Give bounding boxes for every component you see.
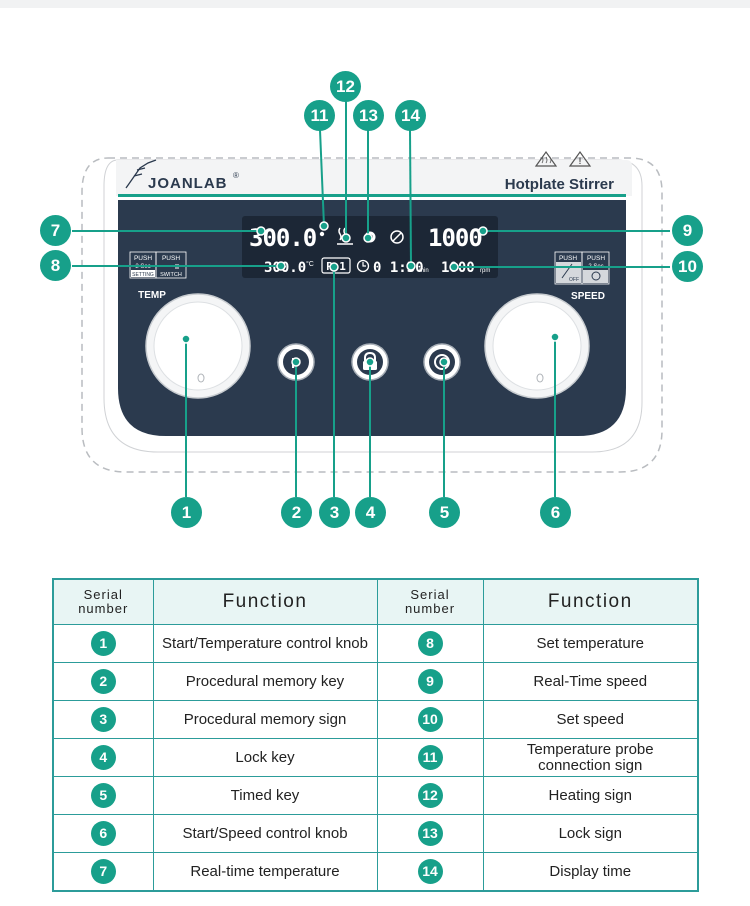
- probe-indicator-icon: [319, 231, 325, 237]
- display-time-readout: 0 1:30: [373, 260, 424, 276]
- callout-1: 1: [171, 497, 202, 528]
- serial-badge: 6: [90, 821, 116, 846]
- device-header-area: [116, 160, 632, 196]
- set-temperature-unit: °C: [306, 260, 314, 268]
- speed-control-knob[interactable]: [484, 293, 590, 399]
- serial-badge: 2: [90, 669, 116, 694]
- function-cell: Procedural memory sign: [152, 700, 378, 739]
- function-cell: Start/Temperature control knob: [152, 624, 378, 663]
- serial-badge: 7: [90, 859, 116, 884]
- function-cell: Lock sign: [482, 814, 699, 853]
- function-cell: Procedural memory key: [152, 662, 378, 701]
- table-row: 2 Procedural memory key 9 Real-Time spee…: [52, 662, 699, 701]
- function-cell: Lock key: [152, 738, 378, 777]
- callout-leader-lines: [72, 101, 670, 497]
- callout-dots: [181, 221, 560, 367]
- speed-indicator-icon: [390, 230, 404, 244]
- function-cell: Real-time temperature: [152, 852, 378, 892]
- callout-10: 10: [672, 251, 703, 282]
- hotplate-stirrer-diagram: JOANLAB ® Hotplate Stirrer ! 300.0 1000 …: [72, 101, 670, 497]
- svg-text:OFF: OFF: [569, 277, 579, 283]
- clock-icon: [356, 259, 370, 273]
- caution-warning-icon: !: [568, 150, 592, 167]
- serial-badge: 11: [417, 745, 443, 770]
- callout-13: 13: [353, 100, 384, 131]
- svg-text:PUSH: PUSH: [559, 255, 577, 262]
- temperature-control-knob[interactable]: [145, 293, 251, 399]
- function-cell: Real-Time speed: [482, 662, 699, 701]
- serial-badge: 14: [417, 859, 443, 884]
- set-speed-unit: rpm: [480, 268, 490, 274]
- serial-badge: 1: [90, 631, 116, 656]
- brand-name: JOANLAB: [148, 175, 228, 192]
- serial-badge: 4: [90, 745, 116, 770]
- callout-6: 6: [540, 497, 571, 528]
- speed-label: SPEED: [571, 291, 605, 302]
- serial-badge: 10: [417, 707, 443, 732]
- svg-text:PUSH: PUSH: [587, 255, 605, 262]
- callout-5: 5: [429, 497, 460, 528]
- svg-text:!: !: [579, 156, 582, 166]
- function-cell: Heating sign: [482, 776, 699, 815]
- function-cell: Set speed: [482, 700, 699, 739]
- svg-text:SETTING: SETTING: [132, 272, 154, 278]
- temp-label: TEMP: [138, 290, 166, 301]
- header-function: Function: [482, 578, 699, 625]
- svg-text:PUSH: PUSH: [162, 255, 180, 262]
- table-row: 6 Start/Speed control knob 13 Lock sign: [52, 814, 699, 853]
- serial-badge: 8: [417, 631, 443, 656]
- function-cell: Timed key: [152, 776, 378, 815]
- callout-4: 4: [355, 497, 386, 528]
- serial-badge: 3: [90, 707, 116, 732]
- model-name: Hotplate Stirrer: [505, 176, 614, 193]
- top-strip: [0, 0, 750, 8]
- callout-2: 2: [281, 497, 312, 528]
- function-cell: Start/Speed control knob: [152, 814, 378, 853]
- brand-divider: [118, 194, 626, 197]
- callout-9: 9: [672, 215, 703, 246]
- callout-11: 11: [304, 100, 335, 131]
- callout-14: 14: [395, 100, 426, 131]
- table-row: 5 Timed key 12 Heating sign: [52, 776, 699, 815]
- callout-3: 3: [319, 497, 350, 528]
- table-row: 7 Real-time temperature 14 Display time: [52, 852, 699, 892]
- callout-12: 12: [330, 71, 361, 102]
- joanlab-logo-icon: [125, 159, 157, 189]
- serial-badge: 5: [90, 783, 116, 808]
- hot-surface-warning-icon: [534, 150, 558, 167]
- serial-badge: 13: [417, 821, 443, 846]
- svg-text:SWITCH: SWITCH: [160, 272, 182, 278]
- brand-mark: ®: [233, 171, 239, 180]
- dashed-outline: [81, 157, 663, 473]
- serial-badge: 12: [417, 783, 443, 808]
- header-function: Function: [152, 578, 378, 625]
- table-row: 3 Procedural memory sign 10 Set speed: [52, 700, 699, 739]
- function-cell: Display time: [482, 852, 699, 892]
- function-cell: Set temperature: [482, 624, 699, 663]
- table-row: 1 Start/Temperature control knob 8 Set t…: [52, 624, 699, 663]
- callout-7: 7: [40, 215, 71, 246]
- display-time-unit: min: [419, 268, 429, 274]
- realtime-speed-readout: 1000: [428, 224, 482, 252]
- serial-badge: 9: [417, 669, 443, 694]
- lcd-display: [242, 216, 498, 278]
- callout-8: 8: [40, 250, 71, 281]
- svg-text:PUSH: PUSH: [134, 255, 152, 262]
- program-sign-box: [321, 257, 351, 274]
